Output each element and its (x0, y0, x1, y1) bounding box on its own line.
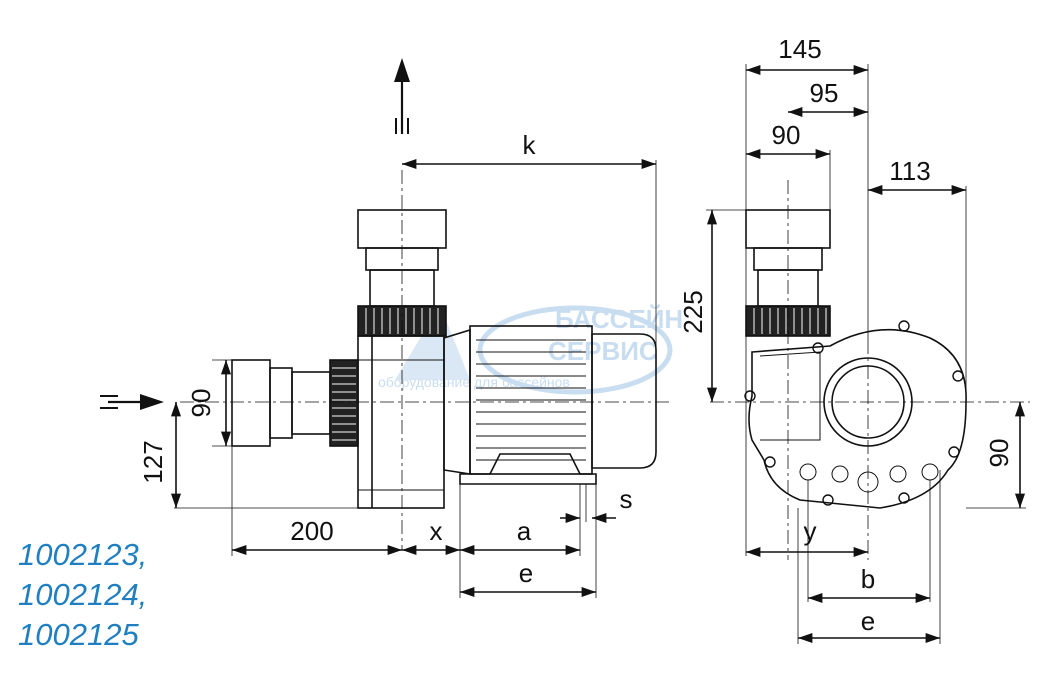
watermark-line1: БАССЕЙН (555, 304, 683, 334)
product-codes: 1002123, 1002124, 1002125 (18, 535, 218, 655)
dim-95-label: 95 (810, 78, 839, 108)
dim-113-label: 113 (889, 156, 930, 186)
dim-e-front-label: e (861, 606, 875, 636)
inlet-flow-arrow (100, 394, 164, 410)
dim-145-label: 145 (778, 34, 821, 64)
dim-90-label: 90 (186, 389, 216, 418)
product-code-2: 1002124, (18, 577, 148, 612)
housing-bolts (744, 320, 964, 506)
dim-200-label: 200 (290, 516, 333, 546)
dim-a-label: a (517, 516, 532, 546)
dim-y-label: y (804, 516, 817, 546)
dim-k-label: k (523, 130, 537, 160)
inlet-union-nut (231, 359, 271, 447)
dim-s-label: s (620, 484, 633, 514)
front-view (706, 64, 1030, 644)
dim-225-label: 225 (678, 290, 708, 333)
watermark-line3: оборудование для бассейнов (378, 374, 570, 390)
side-view (100, 58, 672, 598)
outlet-flow-arrow (394, 58, 410, 134)
motor-feet (459, 453, 597, 485)
motor-fan-cover (591, 333, 657, 469)
watermark: БАССЕЙН СЕРВИС оборудование для бассейно… (378, 304, 683, 395)
product-code-3: 1002125 (18, 617, 139, 652)
dim-e-side-label: e (519, 558, 533, 588)
dim-x-label: x (430, 516, 443, 546)
inlet-thread-ring (329, 359, 359, 447)
product-code-1: 1002123, (18, 537, 148, 572)
watermark-line2: СЕРВИС (548, 336, 658, 366)
dim-90-top-label: 90 (772, 120, 801, 150)
volute-housing (748, 328, 967, 509)
dim-127-label: 127 (138, 440, 168, 483)
dim-90-right-label: 90 (984, 439, 1014, 468)
dim-b-label: b (861, 564, 875, 594)
